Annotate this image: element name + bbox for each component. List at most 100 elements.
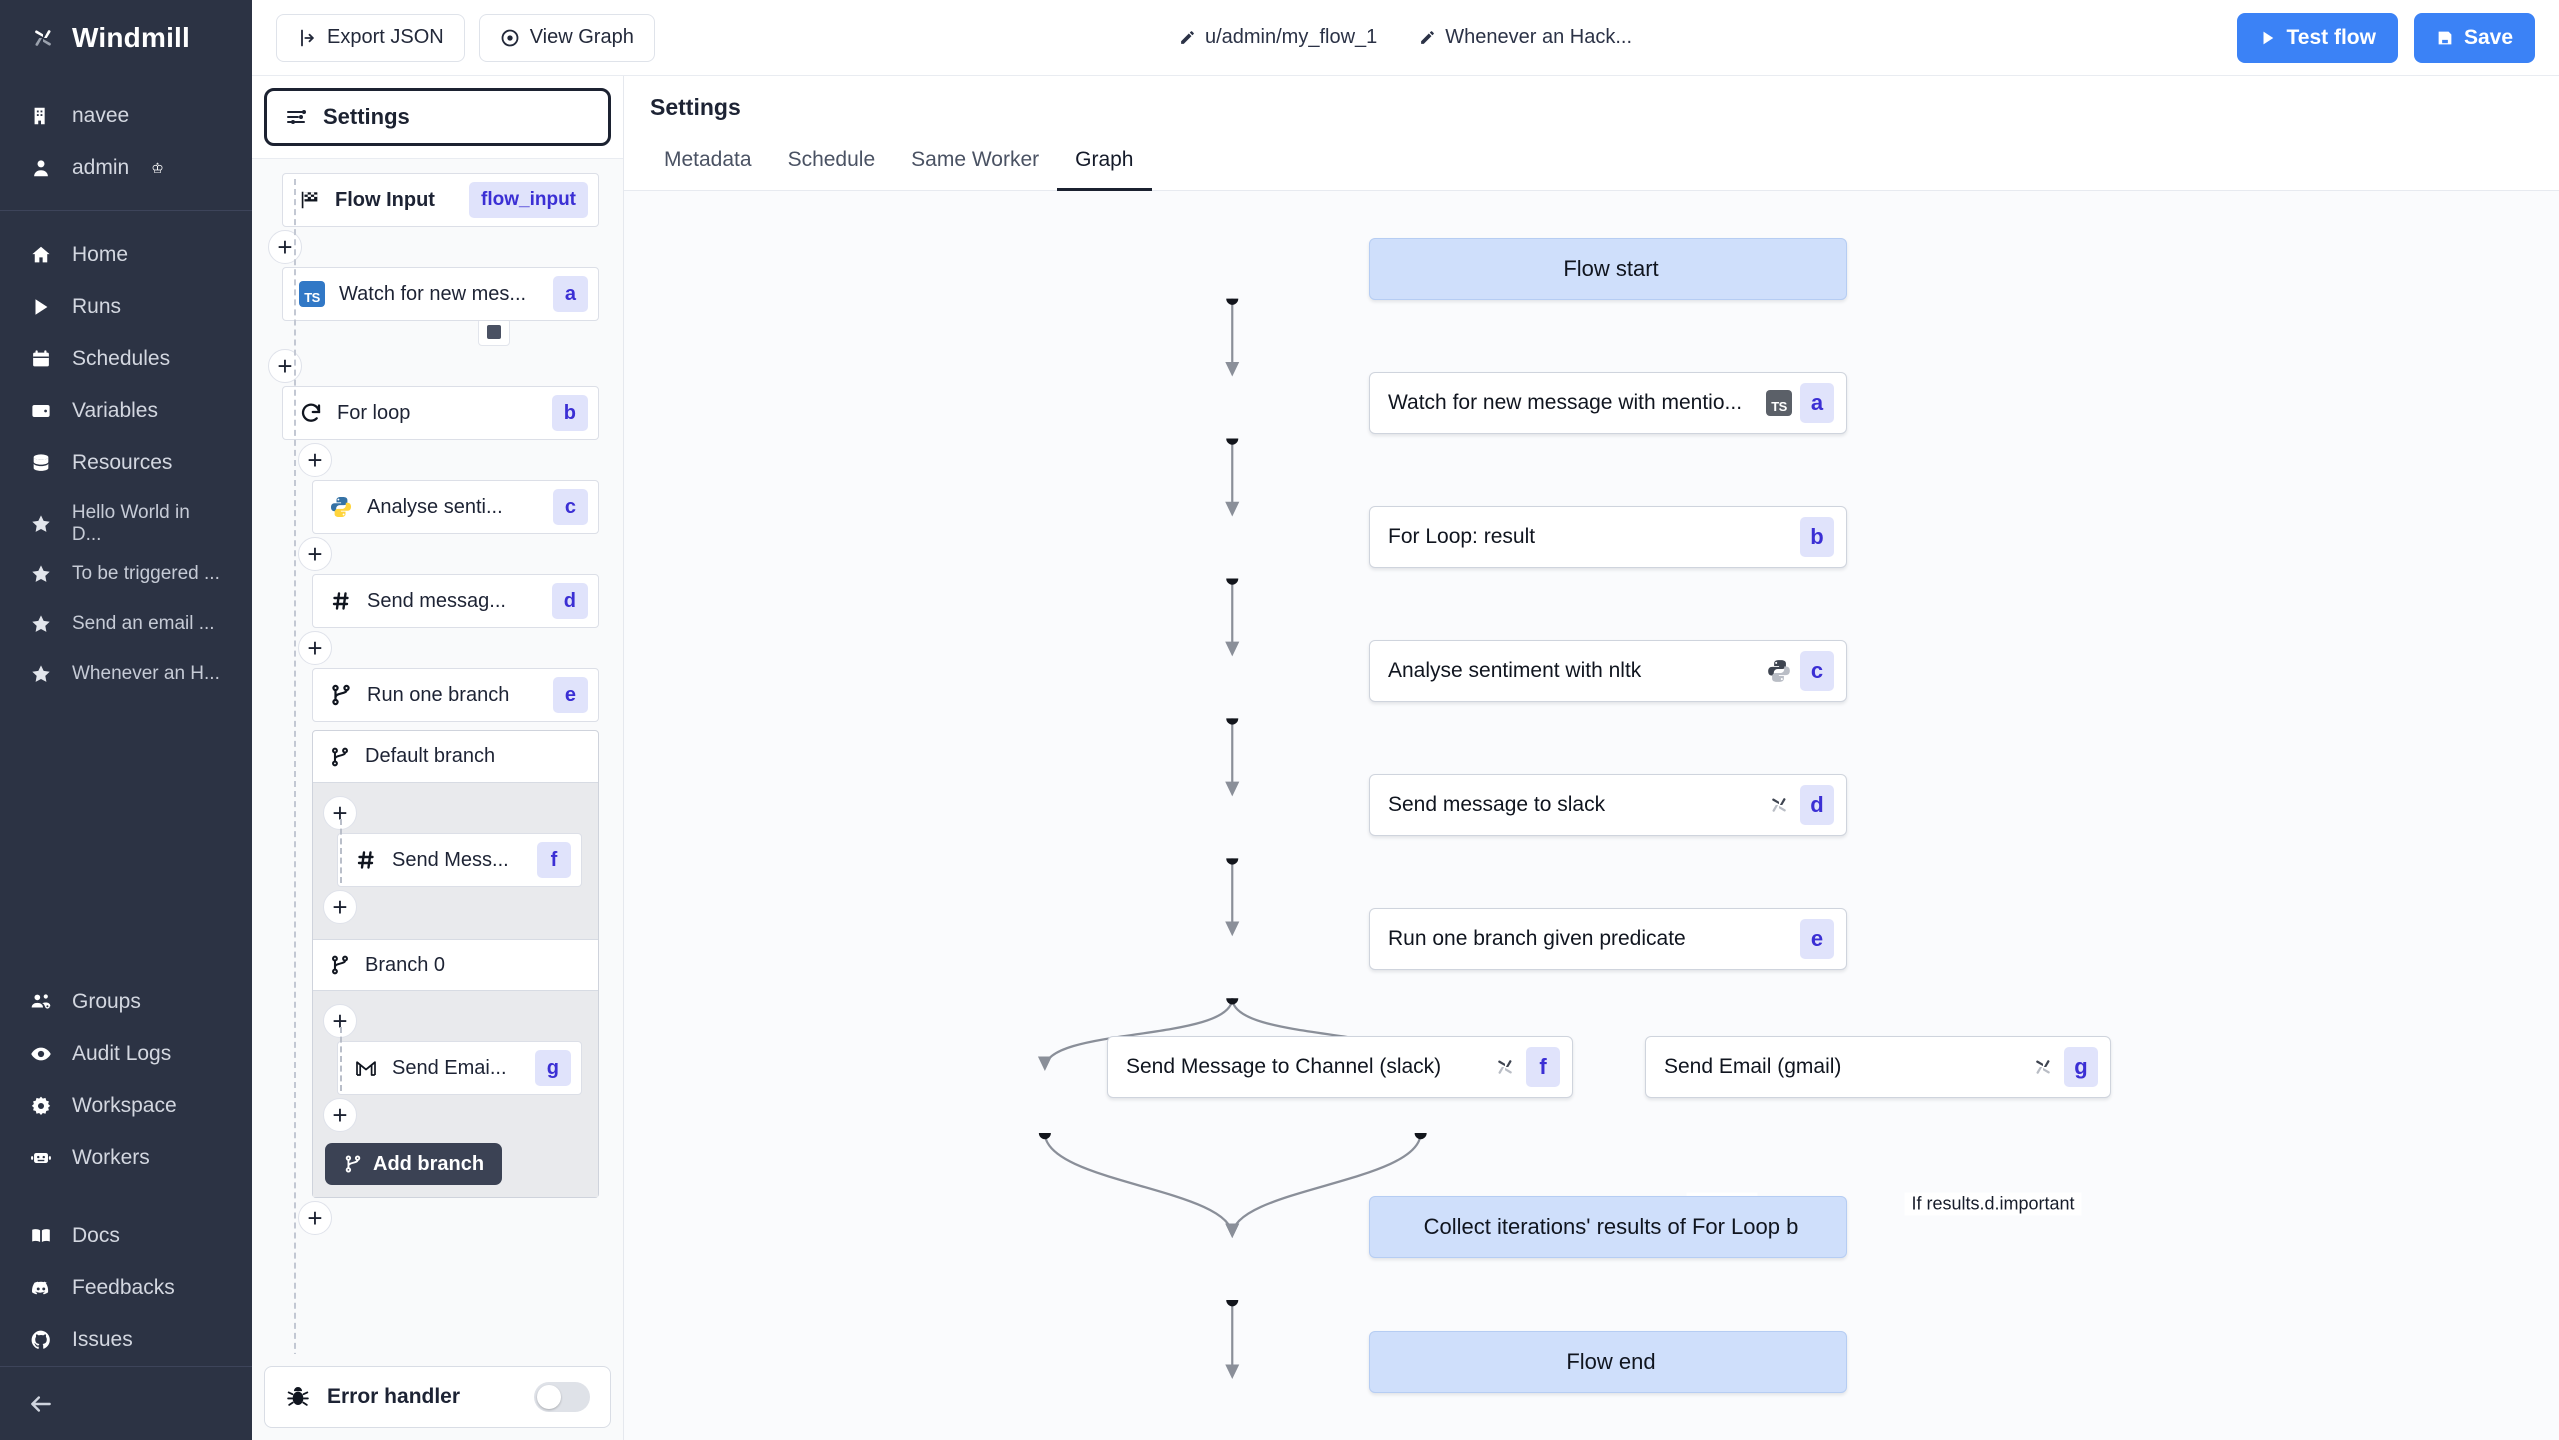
view-graph-button[interactable]: View Graph (478, 13, 655, 62)
graph-node-chip: f (1526, 1047, 1560, 1087)
sidebar-item-feedbacks[interactable]: Feedbacks (0, 1262, 252, 1314)
sidebar-item-schedules[interactable]: Schedules (0, 333, 252, 385)
flow-step-chip: b (551, 395, 588, 431)
sidebar-item-docs[interactable]: Docs (0, 1210, 252, 1262)
sidebar-workspace[interactable]: navee (0, 90, 252, 142)
add-step-button[interactable]: + (298, 631, 332, 665)
branch-header-default[interactable]: Default branch (313, 731, 598, 783)
flow-step-f[interactable]: Send Mess... f (337, 833, 582, 887)
sidebar-item-runs[interactable]: Runs (0, 281, 252, 333)
flow-step-label: For loop (337, 401, 411, 424)
graph-node-label: Collect iterations' results of For Loop … (1423, 1214, 1799, 1239)
flow-step-e[interactable]: Run one branch e (312, 668, 599, 722)
sidebar-favorite-label: To be triggered ... (72, 563, 220, 584)
sidebar-favorite-item[interactable]: Whenever an H... (0, 649, 252, 699)
panel-tabs: Metadata Schedule Same Worker Graph (624, 138, 2559, 191)
sidebar-item-label: Feedbacks (72, 1276, 175, 1299)
sidebar-item-variables[interactable]: Variables (0, 385, 252, 437)
add-step-button[interactable]: + (268, 349, 302, 383)
graph-node-label: Send Email (gmail) (1664, 1055, 1842, 1078)
flow-step-row: Send messag... d (282, 574, 623, 628)
flow-step-label: Run one branch (367, 683, 510, 706)
settings-button[interactable]: Settings (264, 88, 611, 146)
star-icon (28, 663, 54, 685)
brand[interactable]: Windmill (0, 0, 252, 76)
tab-same-worker[interactable]: Same Worker (911, 148, 1040, 171)
insert-step-row: + (252, 346, 623, 386)
graph-node-g[interactable]: Send Email (gmail) g (1645, 1036, 2111, 1098)
error-handler-toggle[interactable] (534, 1382, 590, 1412)
flow-step-a[interactable]: TS Watch for new mes... a (282, 267, 599, 321)
sidebar-admin-group: Groups Audit Logs (0, 970, 252, 1184)
sidebar-item-workspace[interactable]: Workspace (0, 1080, 252, 1132)
graph-node-end[interactable]: Flow end (1369, 1331, 1847, 1393)
graph-node-chip: a (1800, 383, 1834, 423)
sidebar-item-issues[interactable]: Issues (0, 1314, 252, 1366)
graph-node-d[interactable]: Send message to slack d (1369, 774, 1847, 836)
arrow-left-icon (28, 1391, 54, 1417)
add-step-button[interactable]: + (298, 1201, 332, 1235)
graph-node-collect[interactable]: Collect iterations' results of For Loop … (1369, 1196, 1847, 1258)
sidebar-item-workers[interactable]: Workers (0, 1132, 252, 1184)
flow-step-chip: d (551, 583, 588, 619)
flow-step-chip: g (534, 1050, 571, 1086)
branch-rail-line (340, 1027, 342, 1091)
bug-icon (285, 1384, 311, 1410)
tab-metadata[interactable]: Metadata (664, 148, 752, 171)
insert-step-row: + (282, 534, 623, 574)
flow-step-g[interactable]: Send Emai... g (337, 1041, 582, 1095)
add-step-button[interactable]: + (298, 443, 332, 477)
sidebar-item-groups[interactable]: Groups (0, 976, 252, 1028)
sidebar-item-resources[interactable]: Resources (0, 437, 252, 489)
brand-name: Windmill (72, 22, 191, 53)
save-button[interactable]: Save (2413, 12, 2535, 63)
save-icon (2436, 29, 2454, 47)
branch-title: Default branch (365, 745, 496, 767)
sidebar-collapse-button[interactable] (0, 1366, 252, 1440)
breadcrumb-path[interactable]: u/admin/my_flow_1 (1179, 26, 1377, 49)
add-step-button[interactable]: + (323, 1098, 357, 1132)
graph-node-start[interactable]: Flow start (1369, 238, 1847, 300)
graph-node-f[interactable]: Send Message to Channel (slack) f (1107, 1036, 1573, 1098)
add-branch-button[interactable]: Add branch (325, 1143, 503, 1185)
loop-icon (299, 401, 323, 425)
stop-after-badge[interactable] (478, 318, 510, 346)
graph-node-chip: d (1800, 785, 1834, 825)
sidebar-item-home[interactable]: Home (0, 229, 252, 281)
add-step-button[interactable]: + (298, 537, 332, 571)
add-step-button[interactable]: + (323, 890, 357, 924)
add-step-button[interactable]: + (323, 1004, 357, 1038)
github-icon (28, 1329, 54, 1351)
gmail-icon (354, 1056, 378, 1080)
windmill-icon (1766, 792, 1792, 818)
sidebar-favorite-item[interactable]: Hello World in D... (0, 499, 252, 549)
breadcrumb-summary[interactable]: Whenever an Hack... (1419, 26, 1632, 49)
sidebar-favorite-item[interactable]: To be triggered ... (0, 549, 252, 599)
topbar: Export JSON View Graph u/admin/ (252, 0, 2559, 76)
sidebar-item-label: Workers (72, 1146, 150, 1169)
error-handler-row[interactable]: Error handler (264, 1366, 611, 1428)
graph-node-b[interactable]: For Loop: result b (1369, 506, 1847, 568)
flow-graph-canvas[interactable]: Flow start Watch for new message with me… (624, 191, 2559, 1440)
tab-graph[interactable]: Graph (1057, 138, 1152, 191)
test-flow-button[interactable]: Test flow (2236, 12, 2398, 63)
graph-node-label: For Loop: result (1388, 525, 1536, 548)
flow-step-c[interactable]: Analyse senti... c (312, 480, 599, 534)
main-area: Export JSON View Graph u/admin/ (252, 0, 2559, 1440)
flow-step-b[interactable]: For loop b (282, 386, 599, 440)
add-step-button[interactable]: + (268, 230, 302, 264)
flow-input-node[interactable]: Flow Input flow_input (282, 173, 599, 227)
flow-step-chip: a (552, 276, 588, 312)
sidebar-item-audit-logs[interactable]: Audit Logs (0, 1028, 252, 1080)
sidebar-user[interactable]: admin ♔ (0, 142, 252, 194)
graph-node-e[interactable]: Run one branch given predicate e (1369, 908, 1847, 970)
export-json-button[interactable]: Export JSON (276, 13, 465, 62)
branch-header-0[interactable]: Branch 0 (313, 939, 598, 991)
flow-step-d[interactable]: Send messag... d (312, 574, 599, 628)
book-icon (28, 1225, 54, 1247)
graph-node-a[interactable]: Watch for new message with mentio... TS … (1369, 372, 1847, 434)
add-step-button[interactable]: + (323, 796, 357, 830)
tab-schedule[interactable]: Schedule (787, 148, 876, 171)
sidebar-favorite-item[interactable]: Send an email ... (0, 599, 252, 649)
graph-node-c[interactable]: Analyse sentiment with nltk c (1369, 640, 1847, 702)
